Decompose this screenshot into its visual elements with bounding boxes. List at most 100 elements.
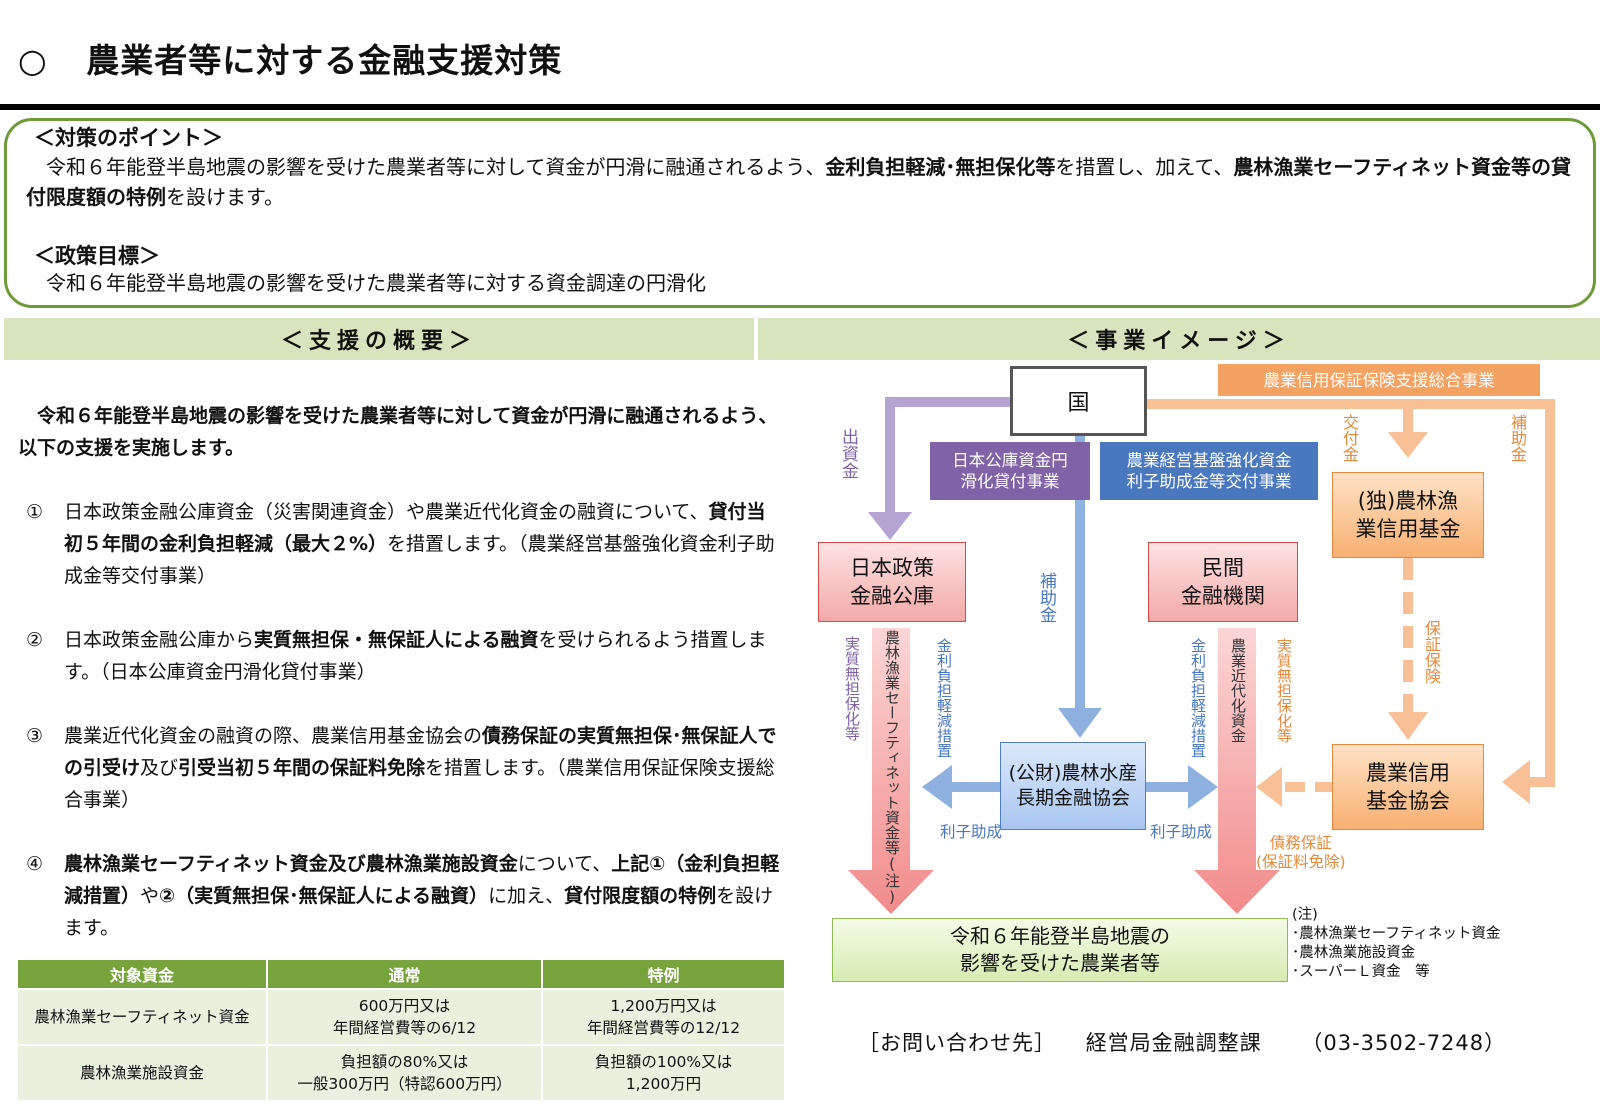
arrow-head <box>922 765 952 809</box>
overview-item-2: ② 日本政策金融公庫から実質無担保・無保証人による融資を受けられるよう措置します… <box>18 624 780 688</box>
item-text: や <box>140 885 160 907</box>
arrow-head <box>1502 760 1530 804</box>
overview-intro: 令和６年能登半島地震の影響を受けた農業者等に対して資金が円滑に融通されるよう、以… <box>18 405 778 459</box>
label-rishi-left: 利子助成 <box>940 823 1003 841</box>
contact-line: ［お問い合わせ先］ 経営局金融調整課 （03-3502-7248） <box>858 1027 1506 1057</box>
program-label-purple: 日本公庫資金円 滑化貸付事業 <box>930 442 1090 500</box>
arrow-head <box>1388 432 1428 458</box>
label-rishi-right: 利子助成 <box>1150 823 1213 841</box>
page-title: ○ 農業者等に対する金融支援対策 <box>18 34 562 82</box>
points-text-part: を措置し、加えて、 <box>1055 155 1234 179</box>
table-header-row: 対象資金 通常 特例 <box>16 958 786 990</box>
overview: 令和６年能登半島地震の影響を受けた農業者等に対して資金が円滑に融通されるよう、以… <box>18 400 780 944</box>
arrow-head <box>868 512 912 540</box>
item-text: 農業近代化資金の融資の際、農業信用基金協会の <box>64 725 483 747</box>
label-shusshikin: 出資金 <box>838 428 858 479</box>
table-cell: 1,200万円又は 年間経営費等の12/12 <box>541 988 786 1046</box>
loan-limit-table: 対象資金 通常 特例 農林漁業セーフティネット資金 600万円又は 年間経営費等… <box>16 958 786 1102</box>
contact-phone: （03-3502-7248） <box>1301 1031 1507 1055</box>
points-text: 令和６年能登半島地震の影響を受けた農業者等に対して資金が円滑に融通されるよう、金… <box>26 152 1571 212</box>
goal-text: 令和６年能登半島地震の影響を受けた農業者等に対する資金調達の円滑化 <box>26 271 706 295</box>
item-text: を受けられるよう措置します。（日本公庫資金円滑化貸付事業） <box>64 629 767 683</box>
business-diagram: 国 農業信用保証保険支援総合事業 日本公庫資金円 滑化貸付事業 農業経営基盤強化… <box>760 362 1600 1108</box>
arrow-safetynet-flow <box>848 628 934 914</box>
item-text: を措置します。（農業信用保証保険支援総合事業） <box>64 757 775 811</box>
item-text: について、 <box>517 853 612 875</box>
item-text-bold: 農林漁業セーフティネット資金及び農林漁業施設資金 <box>64 853 518 875</box>
note-line: (注) <box>1292 907 1318 923</box>
contact-label: ［お問い合わせ先］ <box>858 1031 1056 1055</box>
arrow-head <box>1188 765 1218 809</box>
item-text: に加え、 <box>488 885 565 907</box>
overview-item-1: ① 日本政策金融公庫資金（災害関連資金）や農業近代化資金の融資について、貸付当初… <box>18 496 780 592</box>
points-text-part: を設けます。 <box>166 185 284 209</box>
item-number: ① <box>26 501 44 523</box>
note-line: ･農林漁業施設資金 <box>1292 945 1416 961</box>
item-text: を設けます。 <box>64 885 774 939</box>
label-kinri-right: 金利負担軽減措置 <box>1189 638 1207 758</box>
label-hosho-hoken: 保証保険 <box>1422 620 1441 684</box>
item-number: ③ <box>26 725 44 747</box>
table-header: 対象資金 <box>16 958 268 990</box>
kuni-box: 国 <box>1010 366 1147 436</box>
label-muhtanpo-right: 実質無担保化等 <box>1275 638 1293 743</box>
arrow-head <box>1256 767 1282 807</box>
arrow-hojokin-right <box>1147 399 1555 787</box>
item-text-bold: 実質無担保・無保証人による融資 <box>254 629 539 651</box>
item-number: ② <box>26 629 44 651</box>
overview-item-4: ④ 農林漁業セーフティネット資金及び農林漁業施設資金について、上記①（金利負担軽… <box>18 848 780 944</box>
item-text-bold: 債務保証の実質無担保･無保証人での引受け <box>64 725 777 779</box>
title-text: 農業者等に対する金融支援対策 <box>86 41 563 80</box>
beneficiary-box: 令和６年能登半島地震の 影響を受けた農業者等 <box>832 918 1288 982</box>
label-kindaika-flow: 農業近代化資金 <box>1229 638 1247 743</box>
contact-dept: 経営局金融調整課 <box>1085 1031 1262 1055</box>
left-section-header: ＜支援の概要＞ <box>4 318 754 360</box>
item-text-bold: 貸付限度額の特例 <box>564 885 717 907</box>
label-hojokin-right: 補助金 <box>1508 414 1527 462</box>
overview-item-3: ③ 農業近代化資金の融資の際、農業信用基金協会の債務保証の実質無担保･無保証人で… <box>18 720 780 816</box>
title-rule <box>0 104 1600 110</box>
right-section-header: ＜事業イメージ＞ <box>758 318 1600 360</box>
points-heading: ＜対策のポイント＞ <box>34 126 223 150</box>
table-cell: 農林漁業施設資金 <box>16 1044 268 1102</box>
item-text-bold: 引受当初５年間の保証料免除 <box>178 757 426 779</box>
item-text: を措置します。（農業経営基盤強化資金利子助成金等交付事業） <box>64 533 775 587</box>
table-header: 通常 <box>266 958 543 990</box>
note-block: (注) ･農林漁業セーフティネット資金 ･農林漁業施設資金 ･スーパーＬ資金 等 <box>1292 906 1501 982</box>
table-row: 農林漁業施設資金 負担額の80%又は 一般300万円（特認600万円） 負担額の… <box>16 1044 786 1102</box>
label-muhtanpo-left: 実質無担保化等 <box>843 636 861 741</box>
item-text-bold: ②（実質無担保･無保証人による融資） <box>159 885 489 907</box>
program-label-orange: 農業信用保証保険支援総合事業 <box>1218 364 1540 396</box>
arrow-head <box>1388 712 1428 740</box>
arrow-head <box>1058 708 1102 738</box>
program-label-blue: 農業経営基盤強化資金 利子助成金等交付事業 <box>1100 442 1318 500</box>
label-kofukin: 交付金 <box>1340 414 1359 462</box>
goal-heading: ＜政策目標＞ <box>34 244 160 268</box>
jfc-box: 日本政策 金融公庫 <box>818 542 966 622</box>
label-saimu-hosho: 債務保証 (保証料免除) <box>1256 834 1346 871</box>
points-text-bold: 金利負担軽減･無担保化等 <box>825 155 1056 179</box>
item-text-bold: 貸付当初５年間の金利負担軽減（最大２%） <box>64 501 766 555</box>
note-line: ･農林漁業セーフティネット資金 <box>1292 926 1501 942</box>
private-bank-box: 民間 金融機関 <box>1148 542 1298 622</box>
item-text: 及び <box>140 757 179 779</box>
points-text-bold: 農林漁業セーフティネット資金等の貸付限度額の特例 <box>26 155 1572 209</box>
kikin-kyokai-box: 農業信用 基金協会 <box>1332 744 1484 830</box>
arrow-shusshikin <box>885 397 1010 514</box>
item-text: 日本政策金融公庫から <box>64 629 255 651</box>
label-safetynet-flow: 農林漁業セーフティネット資金等(注) <box>883 630 901 906</box>
item-text: 日本政策金融公庫資金（災害関連資金）や農業近代化資金の融資について、 <box>64 501 709 523</box>
table-cell: 農林漁業セーフティネット資金 <box>16 988 268 1046</box>
points-box <box>4 118 1596 308</box>
fund-box: (独)農林漁 業信用基金 <box>1332 472 1484 558</box>
points-text-part: 令和６年能登半島地震の影響を受けた農業者等に対して資金が円滑に融通されるよう、 <box>26 155 826 179</box>
note-line: ･スーパーＬ資金 等 <box>1292 964 1430 980</box>
item-text-bold: 上記①（金利負担軽減措置） <box>64 853 780 907</box>
title-circle-mark: ○ <box>18 41 48 80</box>
diagram-arrows <box>848 397 1555 914</box>
table-cell: 負担額の100%又は 1,200万円 <box>541 1044 786 1102</box>
table-cell: 負担額の80%又は 一般300万円（特認600万円） <box>266 1044 543 1102</box>
label-hojokin-center: 補助金 <box>1036 572 1056 623</box>
table-row: 農林漁業セーフティネット資金 600万円又は 年間経営費等の6/12 1,200… <box>16 988 786 1046</box>
table-cell: 600万円又は 年間経営費等の6/12 <box>266 988 543 1046</box>
